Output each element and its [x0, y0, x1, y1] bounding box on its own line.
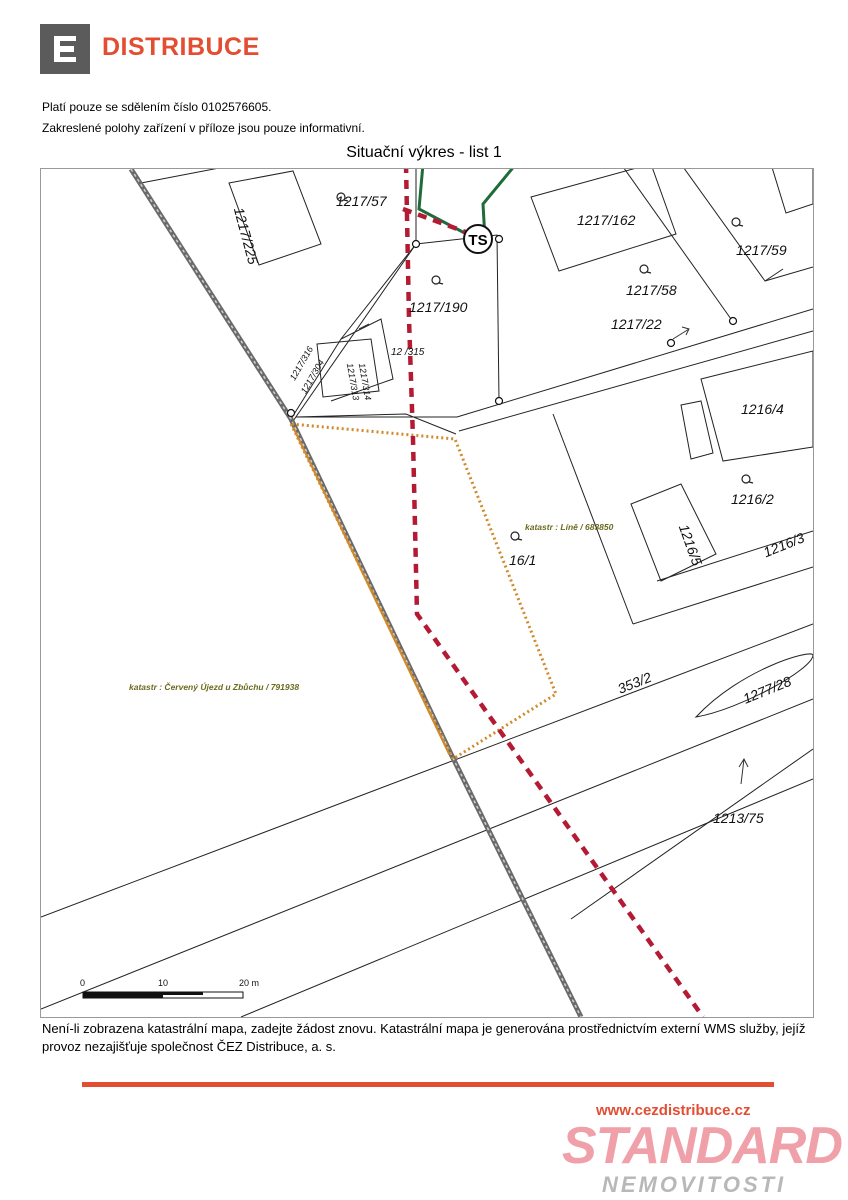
building-small	[316, 338, 380, 398]
scale-label-0: 0	[80, 978, 85, 988]
cadastre-boundary	[288, 422, 558, 762]
notice-number: Platí pouze se sdělením číslo 0102576605…	[42, 100, 272, 114]
parcel-line	[458, 330, 813, 432]
leader-arrows	[358, 323, 749, 785]
label-1277-28: 1277/28	[741, 673, 794, 707]
label-1216-3: 1216/3	[761, 529, 807, 560]
parcel-1277-28	[694, 653, 813, 718]
label-1217-58: 1217/58	[626, 282, 677, 298]
ts-label: TS	[468, 232, 487, 249]
railway-track	[128, 169, 584, 1017]
parcel-markers	[336, 192, 754, 541]
scale-label-20m: 20 m	[239, 978, 259, 988]
parcel-line	[290, 243, 417, 425]
watermark-standard: STANDARD	[562, 1117, 843, 1175]
label-1217-190: 1217/190	[409, 299, 468, 315]
scale-label-10: 10	[158, 978, 168, 988]
parcel-line	[764, 266, 813, 282]
parcel-line	[295, 413, 457, 435]
label-353-2: 353/2	[615, 669, 654, 697]
situation-map: TS 1217/57 1217/225 1217/162 1217/59 121…	[40, 168, 814, 1018]
label-1217-22: 1217/22	[611, 316, 662, 332]
label-1213-75: 1213/75	[713, 810, 764, 826]
parcel-line	[623, 169, 732, 320]
ts-station-icon	[463, 224, 493, 254]
node-markers	[286, 234, 738, 418]
road-edge	[240, 778, 813, 1017]
planned-cable	[402, 169, 705, 1017]
label-1216-2: 1216/2	[731, 491, 774, 507]
watermark-nemovitosti: NEMOVITOSTI	[602, 1172, 787, 1197]
label-1217-162: 1217/162	[577, 212, 636, 228]
building-annex	[680, 400, 714, 460]
website-link[interactable]: www.cezdistribuce.cz	[596, 1102, 751, 1119]
parcel-line	[456, 308, 813, 418]
building-corner	[772, 169, 813, 214]
building-1216-5	[630, 483, 717, 582]
scale-bar	[82, 991, 244, 999]
wms-notice: Není-li zobrazena katastrální mapa, zade…	[42, 1021, 806, 1054]
parcel-line	[140, 169, 217, 184]
label-1216-5: 1216/5	[676, 522, 706, 568]
parcel-line	[656, 530, 813, 582]
label-1216-1: 16/1	[509, 552, 536, 568]
map-canvas: TS 1217/57 1217/225 1217/162 1217/59 121…	[41, 169, 813, 1017]
road-edge	[570, 748, 813, 920]
building-1216-4	[700, 350, 813, 462]
cez-logo-icon	[40, 24, 90, 74]
page-title: Situační výkres - list 1	[346, 144, 502, 161]
parcel-line	[632, 566, 813, 625]
label-1217-225: 1217/225	[231, 206, 262, 267]
parcel-line	[683, 169, 784, 282]
cadastre-label-cerveny-ujezd: katastr : Červený Újezd u Zbůchu / 79193…	[129, 681, 299, 692]
parcel-line	[340, 243, 417, 340]
label-1217-59: 1217/59	[736, 242, 787, 258]
building-1217-162	[530, 169, 677, 272]
cadastre-label-line: katastr : Líně / 683850	[525, 522, 614, 532]
cadastre-boundary-solid	[292, 426, 450, 755]
label-1217-57: 1217/57	[336, 193, 388, 209]
parcel-line	[415, 234, 500, 402]
road-edge	[41, 623, 813, 918]
parcel-line	[552, 413, 634, 625]
parcel-line	[290, 318, 394, 420]
label-1216-4: 1216/4	[741, 401, 784, 417]
notice-informative: Zakreslené polohy zařízení v příloze jso…	[42, 121, 365, 135]
road-edge	[41, 698, 813, 1010]
footer-divider	[82, 1082, 774, 1087]
label-1217-315: 12 /315	[391, 347, 425, 358]
building-1217-225	[228, 170, 322, 266]
logo-text: DISTRIBUCE	[102, 33, 260, 61]
